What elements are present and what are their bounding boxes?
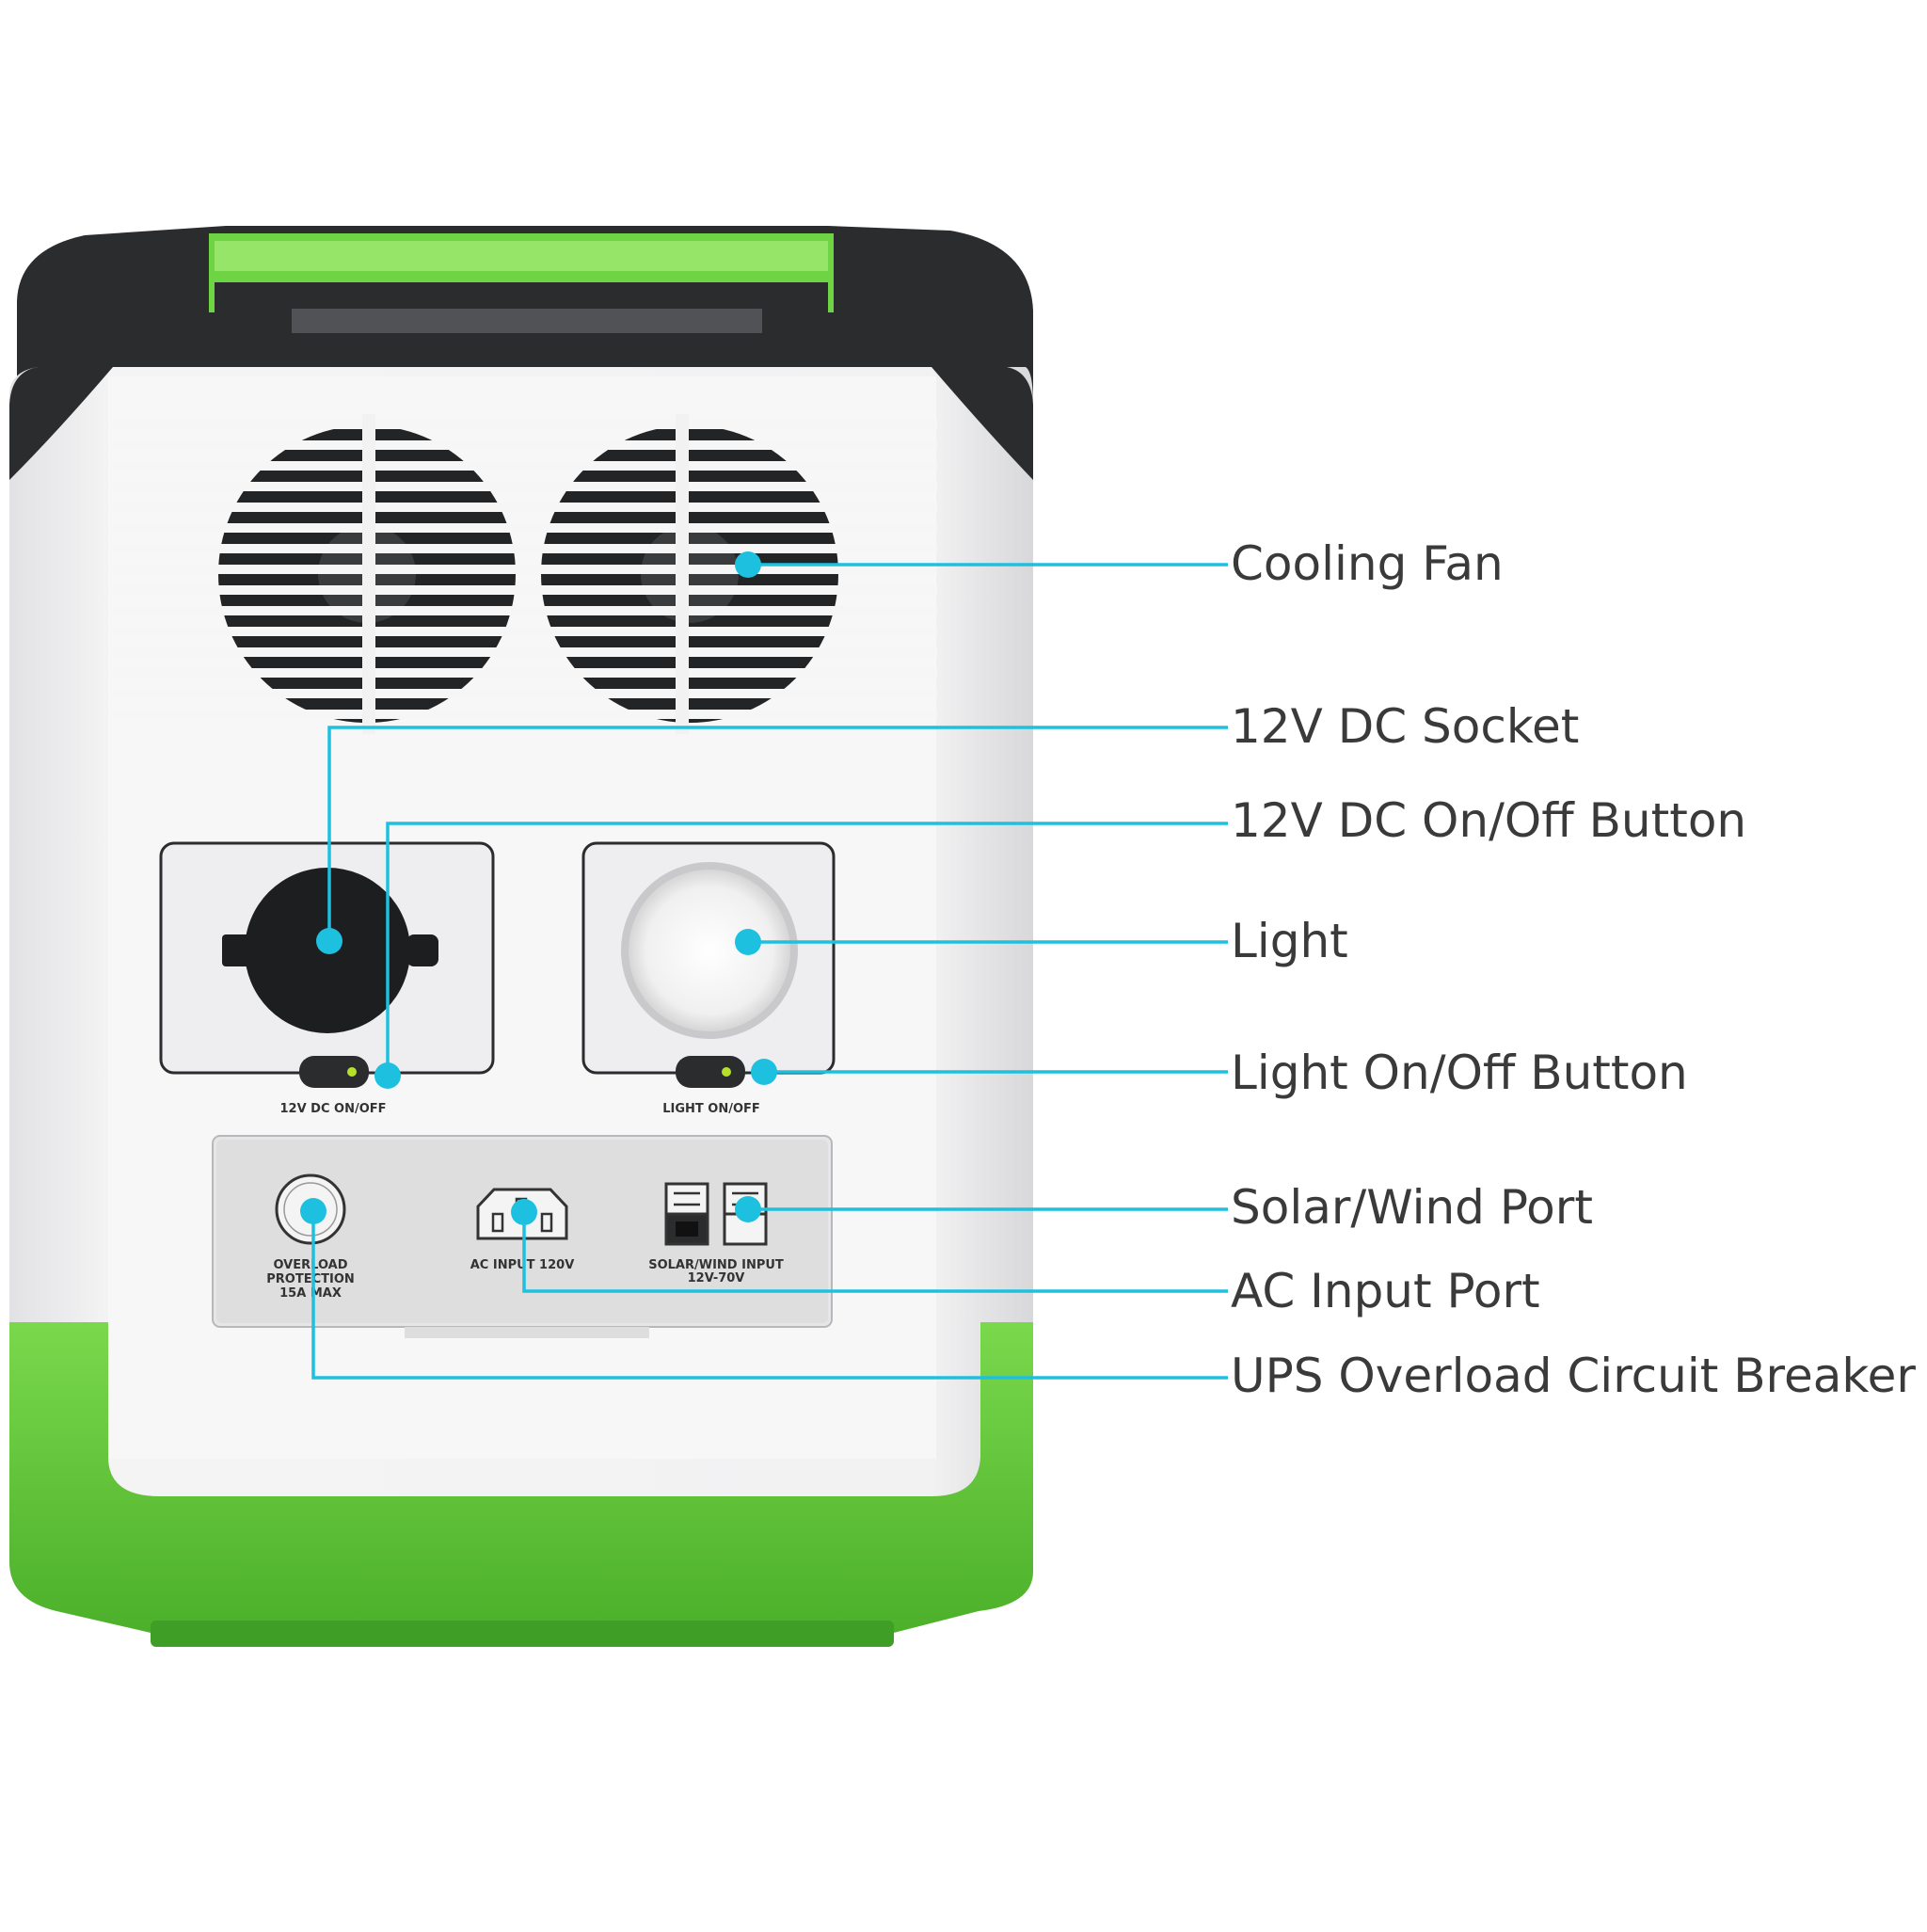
leader-line-ac-port bbox=[522, 1212, 1228, 1293]
callout-label-light: Light bbox=[1231, 914, 1348, 968]
callout-dot-light-button bbox=[751, 1059, 777, 1085]
dc-socket-panel bbox=[159, 841, 495, 1088]
vent-slat bbox=[111, 710, 937, 719]
callout-dot-cooling-fan bbox=[735, 551, 761, 578]
vent-slat bbox=[111, 440, 937, 450]
vent-slat bbox=[111, 689, 937, 698]
callout-label-dc-button: 12V DC On/Off Button bbox=[1231, 793, 1747, 848]
callout-label-cooling-fan: Cooling Fan bbox=[1231, 536, 1504, 591]
callout-leaders bbox=[300, 551, 1228, 1380]
light-button-caption: LIGHT ON/OFF bbox=[662, 1102, 760, 1116]
vent-slat bbox=[111, 503, 937, 512]
ac-caption: AC INPUT 120V bbox=[470, 1258, 575, 1272]
callout-label-light-button: Light On/Off Button bbox=[1231, 1046, 1688, 1100]
callout-dot-solar-port bbox=[735, 1196, 761, 1222]
leader-line-dc-socket bbox=[327, 726, 1228, 941]
callout-label-breaker: UPS Overload Circuit Breaker bbox=[1231, 1349, 1916, 1403]
caption-line: PROTECTION bbox=[266, 1272, 355, 1286]
callout-dot-breaker bbox=[300, 1198, 326, 1224]
dc-button-caption: 12V DC ON/OFF bbox=[279, 1102, 386, 1116]
vent-slat bbox=[111, 544, 937, 553]
callout-dot-light bbox=[735, 929, 761, 955]
leader-line-breaker bbox=[311, 1211, 1228, 1380]
callout-dot-ac-port bbox=[511, 1199, 537, 1225]
vent-slat bbox=[111, 585, 937, 595]
callout-dot-dc-button bbox=[374, 1062, 401, 1089]
vent-slat bbox=[111, 668, 937, 678]
vent-slat bbox=[111, 647, 937, 657]
vent-slat bbox=[111, 523, 937, 533]
callout-label-solar-port: Solar/Wind Port bbox=[1231, 1180, 1593, 1235]
vent-slat bbox=[111, 627, 937, 636]
bottom-base bbox=[9, 1322, 1033, 1647]
dc-power-switch[interactable] bbox=[299, 1056, 369, 1088]
light-panel bbox=[581, 841, 836, 1088]
callout-label-ac-port: AC Input Port bbox=[1231, 1264, 1540, 1318]
caption-line: OVERLOAD bbox=[273, 1258, 347, 1272]
vent-louvers bbox=[111, 420, 937, 719]
caption-line: SOLAR/WIND INPUT bbox=[648, 1258, 784, 1272]
caption-line: 12V-70V bbox=[688, 1271, 745, 1285]
solar-connectors[interactable] bbox=[664, 1182, 768, 1246]
light-power-switch[interactable] bbox=[676, 1056, 745, 1088]
callout-label-dc-socket: 12V DC Socket bbox=[1231, 699, 1580, 754]
vent-slat bbox=[111, 565, 937, 574]
vent-slat bbox=[111, 482, 937, 491]
vent-slat bbox=[111, 606, 937, 615]
callout-dot-dc-socket bbox=[316, 928, 342, 954]
caption-line: 15A MAX bbox=[279, 1286, 342, 1301]
cooling-fan-grille bbox=[111, 414, 937, 734]
vent-slat bbox=[111, 461, 937, 471]
leader-line-dc-button bbox=[386, 822, 1228, 1076]
light-lens bbox=[621, 862, 798, 1039]
vent-slat bbox=[111, 420, 937, 429]
